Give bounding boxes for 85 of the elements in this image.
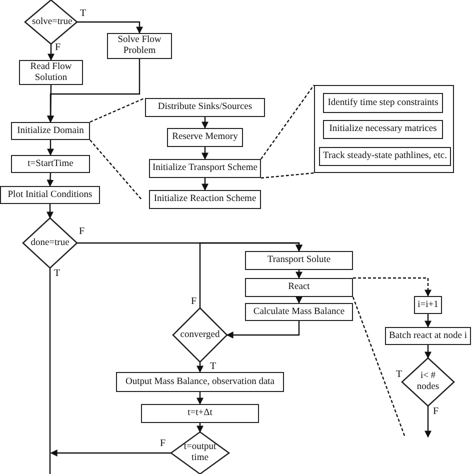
condition-text: done=true <box>30 238 70 248</box>
arrow <box>424 406 432 438</box>
step-text: t=t+Δt <box>188 408 212 419</box>
decision-diamond <box>25 0 77 44</box>
arrow <box>46 172 54 187</box>
step-text: React <box>288 282 310 293</box>
step-text: Initialize necessary matrices <box>329 124 437 135</box>
condition-text: t=output time <box>182 442 218 464</box>
arrow <box>202 117 208 129</box>
dashed-leader-line <box>90 140 142 200</box>
arrow <box>202 178 208 191</box>
dashed-leader-line <box>260 172 314 179</box>
process-box <box>245 303 353 321</box>
edge-label: F <box>55 42 61 53</box>
arrow <box>226 321 300 338</box>
step-text: Track steady-state pathlines, etc. <box>323 151 447 162</box>
process-box <box>145 98 265 117</box>
arrow <box>424 345 432 359</box>
dashed-leader-line <box>260 84 314 160</box>
step-text: Initialize Reaction Scheme <box>154 194 256 205</box>
edge-label: F <box>433 406 439 417</box>
arrow <box>196 423 204 433</box>
process-box <box>245 251 353 270</box>
step-text: Calculate Mass Balance <box>253 306 345 318</box>
dashed-leader-line <box>352 296 406 438</box>
arrow <box>202 147 208 160</box>
group-box <box>314 85 454 173</box>
step-text: Transport Solute <box>267 255 331 266</box>
arrow <box>47 140 54 156</box>
step-text: i=i+1 <box>418 300 438 310</box>
arrow <box>196 392 204 405</box>
decision-diamond <box>402 358 454 406</box>
arrow <box>424 314 432 328</box>
dashed-leader-line <box>90 97 146 123</box>
edge-label: F <box>160 438 166 449</box>
dashed-arrow <box>353 277 432 297</box>
step-text: Batch react at node i <box>388 330 468 342</box>
arrow <box>199 242 302 308</box>
arrow <box>296 296 302 304</box>
arrow <box>50 450 171 456</box>
process-box <box>149 190 261 209</box>
connector-line <box>49 268 51 474</box>
process-box <box>167 128 243 147</box>
arrow <box>47 59 140 123</box>
step-box <box>323 120 443 139</box>
process-box <box>385 327 471 345</box>
branch-label: T <box>396 369 402 380</box>
step-text: Read Flow Solution <box>29 62 73 84</box>
step-text: Identify time step constraints <box>328 98 438 108</box>
step-box <box>319 147 451 166</box>
process-box <box>11 155 90 173</box>
decision-diamond <box>23 218 77 268</box>
arrow <box>196 362 204 373</box>
step-text: Solve Flow Problem <box>116 35 162 57</box>
step-text: Plot Initial Conditions <box>8 190 92 200</box>
arrow <box>296 270 302 279</box>
process-box <box>414 296 442 314</box>
decision-diamond <box>173 308 227 362</box>
process-box <box>141 404 259 423</box>
arrow <box>77 21 143 34</box>
process-box <box>107 33 172 59</box>
edge-label: F <box>79 226 85 237</box>
edge-label: T <box>210 361 216 372</box>
step-text: Reserve Memory <box>172 132 238 143</box>
condition-text: i< # nodes <box>416 371 440 393</box>
arrow <box>46 204 54 219</box>
step-text: t=StartTime <box>28 158 74 170</box>
process-box <box>11 122 90 140</box>
step-text: Initialize Domain <box>17 126 84 136</box>
edge-label: T <box>80 8 86 19</box>
step-text: Initialize Transport Scheme <box>152 163 258 174</box>
step-text: Output Mass Balance, observation data <box>125 376 275 388</box>
condition-text: converged <box>180 330 220 340</box>
condition-text: solve=true <box>32 16 70 28</box>
edge-label: T <box>54 268 60 279</box>
process-box <box>116 372 284 392</box>
process-box <box>245 278 353 297</box>
decision-diamond <box>171 432 229 474</box>
process-box <box>19 60 83 85</box>
process-box <box>0 186 100 204</box>
arrow <box>48 44 54 61</box>
step-text: Distribute Sinks/Sources <box>158 102 252 113</box>
edge-label: F <box>191 296 197 307</box>
step-box <box>323 93 443 113</box>
process-box <box>149 159 261 178</box>
